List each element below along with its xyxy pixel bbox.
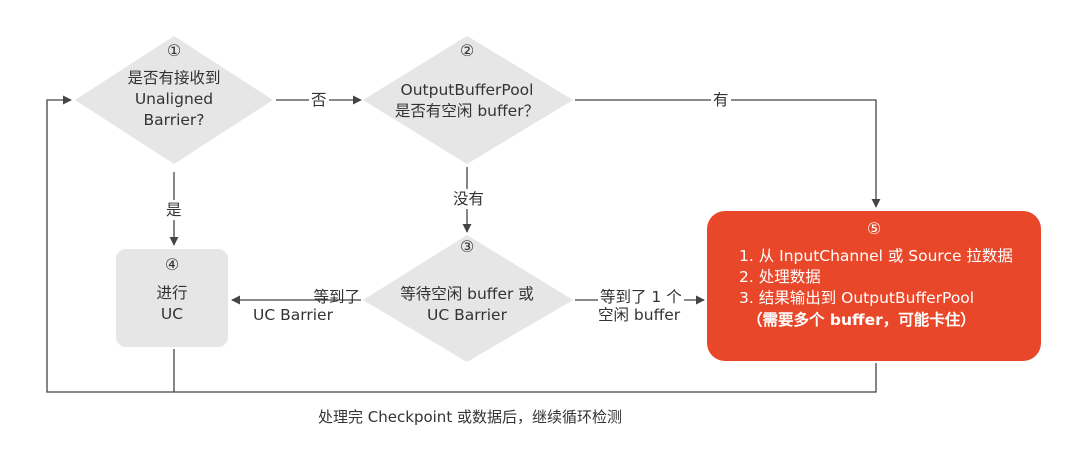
decision-1-line-2: Unaligned <box>134 90 214 108</box>
loop-from-process-5 <box>174 363 877 393</box>
decision-1-diamond <box>75 36 273 164</box>
decision-1-line-3: Barrier? <box>143 111 205 129</box>
process-5-box: ⑤ 1. 从 InputChannel 或 Source 拉数据 2. 处理数据… <box>707 211 1041 361</box>
decision-2-line-2: 是否有空闲 buffer？ <box>394 102 540 120</box>
process-5-item-1: 1. 从 InputChannel 或 Source 拉数据 <box>739 247 1013 265</box>
edge-no-label: 否 <box>309 90 329 110</box>
edge-yes-label: 是 <box>164 200 184 220</box>
process-4-line-1: 进行 <box>156 284 188 302</box>
loop-back-arrow <box>46 95 175 393</box>
process-5-note: （需要多个 buffer，可能卡住） <box>747 311 976 329</box>
decision-3-line-1: 等待空闲 buffer 或 <box>400 285 534 303</box>
edge-none-label: 没有 <box>451 189 487 209</box>
decision-1-number: ① <box>166 41 182 60</box>
process-4-number: ④ <box>164 255 180 274</box>
process-5-item-2: 2. 处理数据 <box>739 268 821 286</box>
process-5-number: ⑤ <box>866 219 882 238</box>
decision-3-line-2: UC Barrier <box>427 306 507 324</box>
decision-2-line-1: OutputBufferPool <box>400 81 534 99</box>
process-5-item-3: 3. 结果输出到 OutputBufferPool <box>739 289 975 307</box>
edge-have-arrow <box>575 99 881 208</box>
edge-got-buf-label-2: 空闲 buffer <box>596 305 683 325</box>
decision-2-number: ② <box>459 41 475 60</box>
decision-2-diamond <box>363 36 573 164</box>
decision-1-line-1: 是否有接收到 <box>127 69 221 87</box>
edge-have-label: 有 <box>711 90 731 110</box>
process-4-line-2: UC <box>160 305 184 323</box>
process-4-box <box>116 249 228 347</box>
edge-got-buf-label-1: 等到了 1 个 <box>598 287 684 307</box>
edge-got-uc-label-1: 等到了 <box>313 288 360 306</box>
loop-caption: 处理完 Checkpoint 或数据后，继续循环检测 <box>318 408 622 426</box>
decision-3-number: ③ <box>459 237 475 256</box>
edge-got-uc-label-2: UC Barrier <box>240 305 346 325</box>
decision-3-diamond <box>363 235 573 362</box>
